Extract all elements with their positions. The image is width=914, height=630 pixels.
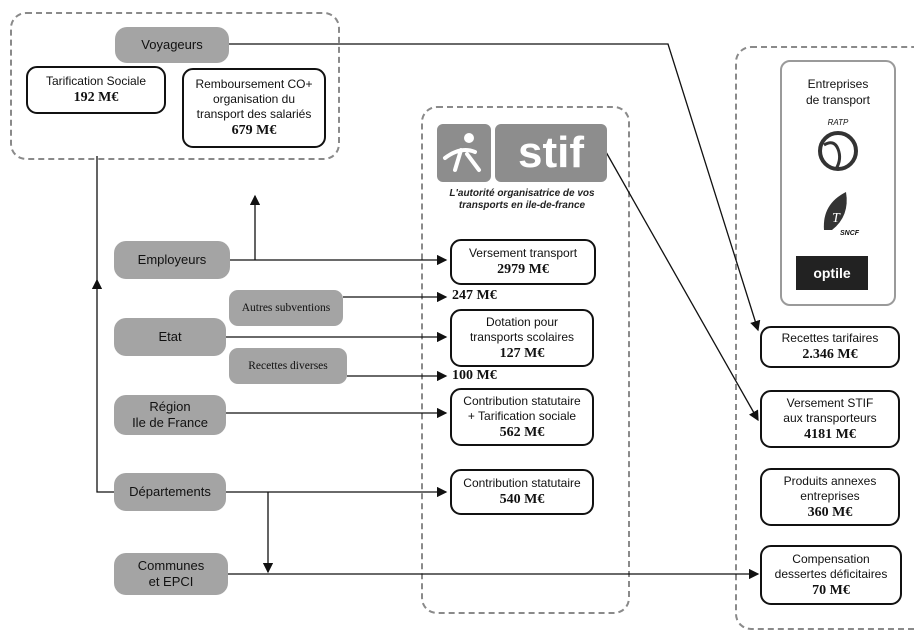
voyageurs-label: Voyageurs — [141, 37, 203, 52]
contribution-statutaire-value: 540 M€ — [499, 492, 545, 507]
source-employeurs: Employeurs — [114, 241, 230, 279]
source-departements: Départements — [114, 473, 226, 511]
departements-label: Départements — [129, 484, 211, 499]
compensation-box: Compensation dessertes déficitaires 70 M… — [760, 545, 902, 605]
stif-logo: stif L'autorité organisatrice de vos tra… — [437, 124, 607, 216]
stif-group — [421, 106, 630, 614]
contribution-tarif-value: 562 M€ — [499, 424, 545, 440]
tarification-sociale-label: Tarification Sociale — [45, 74, 147, 88]
remboursement-box: Remboursement CO+ organisation du transp… — [182, 68, 326, 148]
remboursement-value: 679 M€ — [231, 123, 277, 138]
etat-label: Etat — [158, 329, 182, 344]
recettes-diverses-label: Recettes diverses — [248, 360, 328, 372]
tarification-sociale-box: Tarification Sociale 192 M€ — [26, 66, 166, 114]
produits-annexes-label: Produits annexes entreprises — [783, 473, 877, 503]
operators-title: Entreprises de transport — [805, 77, 871, 107]
source-etat: Etat — [114, 318, 226, 356]
source-voyageurs: Voyageurs — [115, 27, 229, 63]
versement-transport-value: 2979 M€ — [497, 262, 549, 277]
remboursement-label: Remboursement CO+ organisation du transp… — [195, 77, 313, 121]
autres-subventions-value: 247 M€ — [452, 288, 497, 303]
arrow-voyageurs-recettes — [228, 43, 761, 332]
compensation-label: Compensation dessertes déficitaires — [774, 551, 888, 581]
arrow-stif-versement — [605, 151, 759, 422]
arrow-departements-tarif — [91, 278, 116, 493]
compensation-value: 70 M€ — [812, 582, 850, 598]
sncf-leaf-icon: T — [823, 192, 847, 230]
sncf-logo: T SNCF — [810, 186, 866, 246]
sncf-logo-text: SNCF — [840, 230, 860, 237]
contribution-statutaire-label: Contribution statutaire — [463, 476, 581, 490]
optile-logo: optile — [796, 256, 868, 290]
recettes-diverses-value: 100 M€ — [452, 368, 497, 383]
produits-annexes-value: 360 M€ — [807, 504, 853, 520]
contribution-statutaire-box: Contribution statutaire 540 M€ — [450, 469, 594, 515]
ratp-icon — [818, 131, 858, 171]
tarification-sociale-value: 192 M€ — [73, 90, 119, 105]
stif-logo-text: stif — [518, 128, 584, 177]
contribution-tarif-label: Contribution statutaire + Tarification s… — [463, 393, 581, 423]
svg-text:T: T — [832, 211, 841, 226]
voyageurs-group — [10, 12, 340, 160]
employeurs-label: Employeurs — [137, 252, 207, 267]
stif-tagline: L'autorité organisatrice de vos transpor… — [449, 188, 595, 211]
versement-stif-value: 4181 M€ — [804, 426, 856, 442]
source-recettes-diverses: Recettes diverses — [229, 348, 347, 384]
dotation-label: Dotation pour transports scolaires — [469, 314, 575, 344]
recettes-tarifaires-box: Recettes tarifaires 2.346 M€ — [760, 326, 900, 368]
produits-annexes-box: Produits annexes entreprises 360 M€ — [760, 468, 900, 526]
recettes-tarifaires-value: 2.346 M€ — [802, 347, 858, 362]
stif-logo-figure-block — [437, 124, 491, 182]
source-region: Région Ile de France — [114, 395, 226, 435]
recettes-tarifaires-label: Recettes tarifaires — [781, 331, 879, 345]
versement-transport-box: Versement transport 2979 M€ — [450, 239, 596, 285]
source-autres-subventions: Autres subventions — [229, 290, 343, 326]
ratp-logo-text: RATP — [827, 118, 849, 127]
optile-logo-text: optile — [813, 265, 851, 281]
ratp-logo: RATP — [810, 118, 866, 174]
dotation-value: 127 M€ — [499, 345, 545, 361]
contribution-tarif-box: Contribution statutaire + Tarification s… — [450, 388, 594, 446]
versement-stif-box: Versement STIF aux transporteurs 4181 M€ — [760, 390, 900, 448]
source-communes: Communes et EPCI — [114, 553, 228, 595]
walking-figure-icon — [443, 133, 481, 172]
versement-stif-label: Versement STIF aux transporteurs — [783, 395, 877, 425]
operators-panel: Entreprises de transport RATP T SNCF opt… — [780, 60, 896, 306]
versement-transport-label: Versement transport — [468, 246, 578, 260]
dotation-box: Dotation pour transports scolaires 127 M… — [450, 309, 594, 367]
stif-logo-text-block: stif — [495, 124, 607, 182]
communes-label: Communes et EPCI — [137, 558, 205, 589]
region-label: Région Ile de France — [132, 399, 208, 430]
autres-subventions-label: Autres subventions — [241, 302, 331, 314]
